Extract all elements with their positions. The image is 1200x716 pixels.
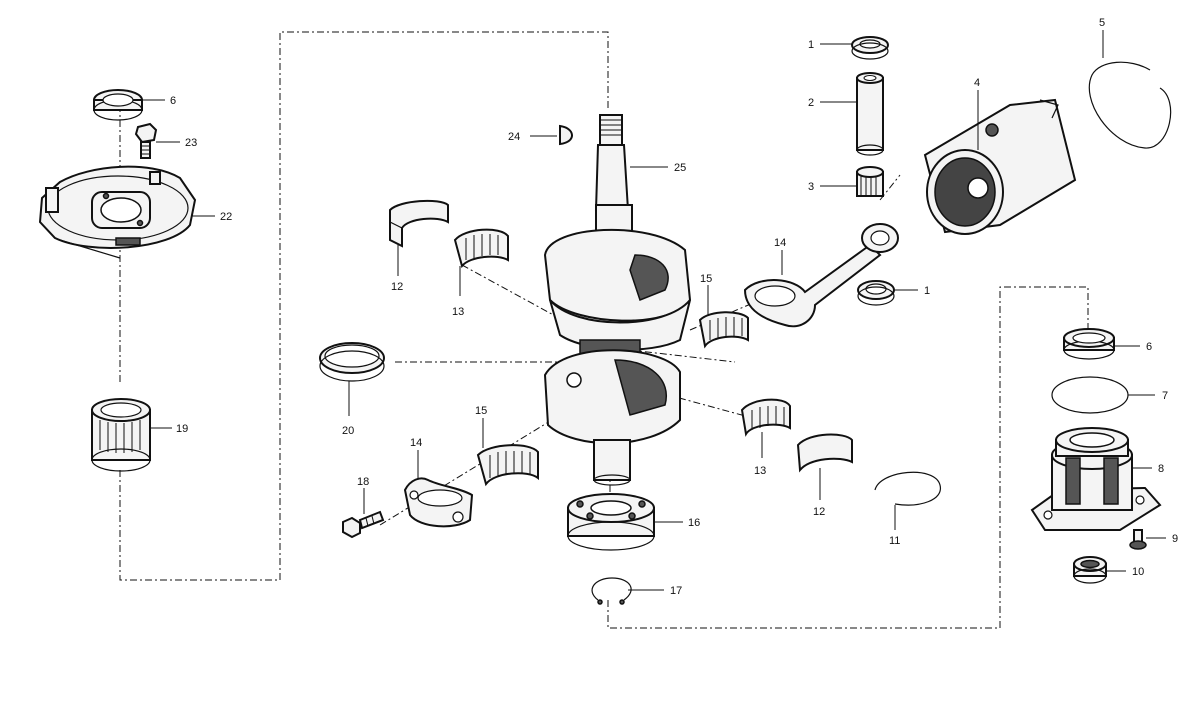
callout-label: 15 [700, 273, 712, 285]
callout-label: 19 [176, 423, 188, 435]
callout-label: 24 [508, 131, 520, 143]
part-16-ball-bearing [567, 493, 655, 551]
part-15-needle-cage-lower [476, 444, 539, 487]
callout-9: 9 [1146, 533, 1178, 545]
part-8-bearing-housing [1030, 427, 1162, 531]
part-12-half-bearing-left [389, 199, 449, 248]
callout-label: 20 [342, 425, 354, 437]
callout-4: 4 [974, 77, 980, 150]
callout-label: 11 [889, 535, 900, 547]
callout-label: 14 [774, 237, 786, 249]
part-20-seal-ring [319, 342, 385, 382]
callout-1-top: 1 [808, 39, 852, 51]
callout-label: 3 [808, 181, 814, 193]
callout-16: 16 [654, 517, 700, 529]
callout-label: 12 [813, 506, 825, 518]
callout-label: 15 [475, 405, 487, 417]
callout-13-upper: 13 [452, 266, 464, 318]
callout-10: 10 [1106, 566, 1144, 578]
callout-1-rod: 1 [894, 285, 930, 297]
part-24-key [559, 124, 573, 146]
callout-12-right: 12 [813, 468, 825, 518]
part-12-half-bearing-right [796, 433, 853, 473]
part-22-stator-plate [38, 165, 197, 259]
part-14-rod-cap [403, 477, 474, 528]
callout-label: 12 [391, 281, 403, 293]
callout-8: 8 [1132, 463, 1164, 475]
part-18-cap-screw [342, 510, 385, 539]
callout-label: 22 [220, 211, 232, 223]
callout-6-right: 6 [1114, 341, 1152, 353]
part-4-piston [923, 98, 1077, 235]
part-25-crankshaft [543, 114, 692, 486]
callout-label: 6 [1146, 341, 1152, 353]
part-23-bolt [134, 122, 158, 159]
part-11-snap-ring [874, 471, 941, 506]
part-7-o-ring [1051, 376, 1129, 414]
callout-label: 23 [185, 137, 197, 149]
part-13-needle-cage-upper [453, 228, 509, 269]
callout-label: 18 [357, 476, 369, 488]
callout-label: 1 [808, 39, 814, 51]
callout-label: 16 [688, 517, 700, 529]
callout-6-left: 6 [142, 95, 176, 107]
part-9-screw [1129, 529, 1147, 550]
part-1-washer-rod [857, 280, 895, 306]
callout-5: 5 [1099, 17, 1105, 58]
callout-label: 6 [170, 95, 176, 107]
callout-19: 19 [150, 423, 188, 435]
callout-7: 7 [1128, 390, 1168, 402]
callout-17: 17 [628, 585, 682, 597]
callout-20: 20 [342, 381, 354, 437]
callout-label: 13 [452, 306, 464, 318]
part-5-piston-ring [1088, 61, 1172, 149]
part-6-race-left [93, 89, 143, 121]
part-1-washer-top [851, 36, 889, 60]
callout-13-lower: 13 [754, 432, 766, 477]
callout-2: 2 [808, 97, 857, 109]
callout-15-lower: 15 [475, 405, 487, 448]
callout-label: 17 [670, 585, 682, 597]
part-6-race-right [1063, 328, 1115, 360]
callout-label: 14 [410, 437, 422, 449]
callout-label: 4 [974, 77, 980, 89]
callout-22: 22 [192, 211, 232, 223]
callout-24: 24 [508, 131, 557, 143]
part-17-retaining-ring [591, 577, 632, 605]
part-19-needle-bearing [91, 398, 151, 472]
part-2-wrist-pin [856, 72, 884, 156]
callout-label: 8 [1158, 463, 1164, 475]
part-10-oil-seal [1073, 556, 1107, 584]
callout-label: 13 [754, 465, 766, 477]
callout-25: 25 [630, 162, 686, 174]
part-14-connecting-rod [743, 223, 899, 328]
part-13-needle-cage-lower [740, 398, 791, 437]
callout-14-cap: 14 [410, 437, 422, 480]
callout-11: 11 [889, 505, 900, 547]
callout-18: 18 [357, 476, 369, 514]
callout-label: 9 [1172, 533, 1178, 545]
callout-label: 1 [924, 285, 930, 297]
callout-14-rod: 14 [774, 237, 786, 275]
callout-label: 25 [674, 162, 686, 174]
callout-label: 2 [808, 97, 814, 109]
callout-23: 23 [156, 137, 197, 149]
callout-15-right: 15 [700, 273, 712, 316]
callout-12-left: 12 [391, 245, 403, 293]
part-15-needle-cage-right [698, 311, 749, 349]
callout-3: 3 [808, 181, 857, 193]
part-3-pin-bearing [856, 166, 884, 197]
callout-label: 7 [1162, 390, 1168, 402]
callout-label: 10 [1132, 566, 1144, 578]
callout-label: 5 [1099, 17, 1105, 29]
